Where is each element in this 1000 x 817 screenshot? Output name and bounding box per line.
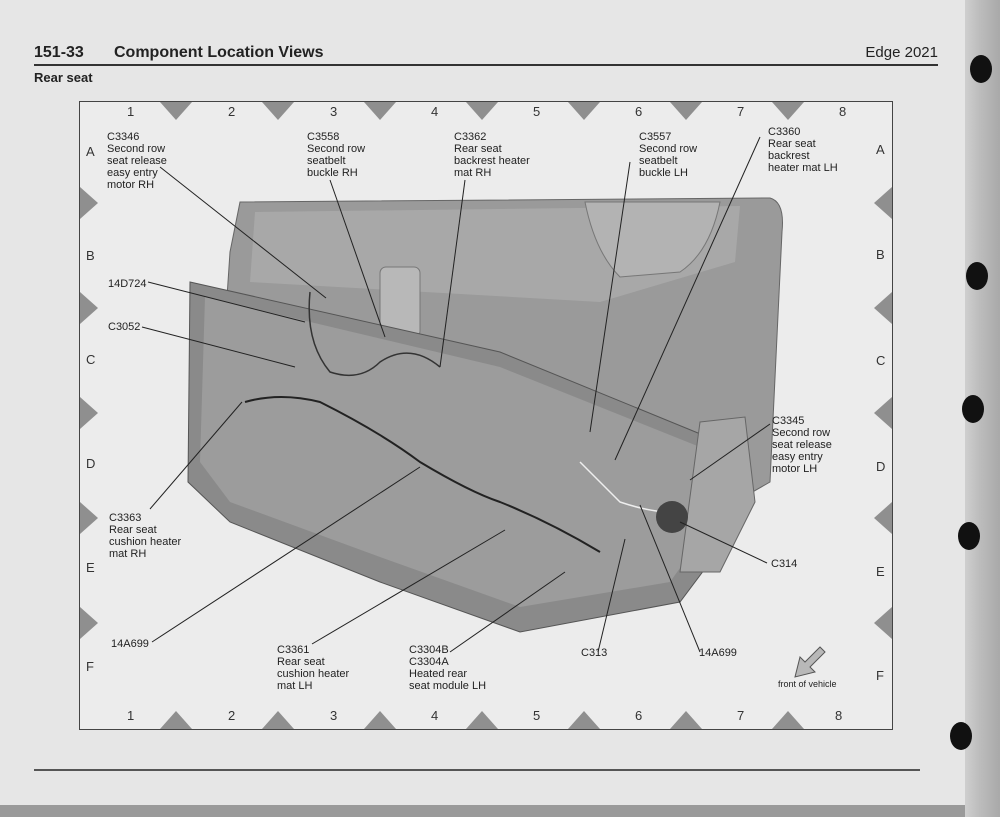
grid-row-f: F xyxy=(86,659,94,674)
front-of-vehicle-label: front of vehicle xyxy=(778,679,837,689)
binder-hole xyxy=(966,262,988,290)
callout-14a699-left: 14A699 xyxy=(111,638,149,650)
view-subtitle: Rear seat xyxy=(34,70,93,85)
grid-col-4-bottom: 4 xyxy=(431,708,439,723)
grid-col-6-bottom: 6 xyxy=(635,708,643,723)
grid-row-b: B xyxy=(86,248,95,263)
diagram-frame: 1 2 3 4 5 6 7 8 1 2 3 4 5 6 7 8 A B C D … xyxy=(79,101,893,730)
grid-col-7-bottom: 7 xyxy=(737,708,745,723)
seat-illustration xyxy=(80,102,892,729)
grid-row-b-right: B xyxy=(876,247,885,262)
section-title: Component Location Views xyxy=(114,44,324,61)
binder-hole xyxy=(950,722,972,750)
callout-c314: C314 xyxy=(771,558,798,570)
grid-row-a-right: A xyxy=(876,142,885,157)
callout-c3052: C3052 xyxy=(108,321,141,333)
grid-col-6: 6 xyxy=(635,104,643,119)
manual-page: 151-33 Component Location Views Edge 202… xyxy=(0,0,965,805)
grid-col-5: 5 xyxy=(533,104,541,119)
callout-c3558: C3558 Second row seatbelt buckle RH xyxy=(307,131,366,179)
grid-row-d-right: D xyxy=(876,459,886,474)
grid-col-2-bottom: 2 xyxy=(228,708,236,723)
page-number: 151-33 xyxy=(34,44,84,61)
grid-col-1: 1 xyxy=(127,104,135,119)
grid-row-c-right: C xyxy=(876,353,886,368)
grid-col-5-bottom: 5 xyxy=(533,708,541,723)
grid-col-2: 2 xyxy=(228,104,236,119)
grid-col-7: 7 xyxy=(737,104,745,119)
grid-col-4: 4 xyxy=(431,104,439,119)
grid-col-3: 3 xyxy=(330,104,338,119)
callout-c3362: C3362 Rear seat backrest heater mat RH xyxy=(454,131,530,179)
page-header: 151-33 Component Location Views Edge 202… xyxy=(34,44,938,66)
grid-row-d: D xyxy=(86,456,96,471)
grid-row-a: A xyxy=(86,144,95,159)
callout-14a699-right: 14A699 xyxy=(699,647,737,659)
callout-c3557: C3557 Second row seatbelt buckle LH xyxy=(639,131,698,179)
vehicle-model: Edge 2021 xyxy=(865,44,938,61)
callout-c3304: C3304B C3304A Heated rear seat module LH xyxy=(409,644,487,692)
callout-c3360: C3360 Rear seat backrest heater mat LH xyxy=(768,126,838,174)
callout-c313: C313 xyxy=(581,647,608,659)
callout-14d724: 14D724 xyxy=(108,278,147,290)
binder-hole xyxy=(958,522,980,550)
callout-c3346: C3346 Second row seat release easy entry… xyxy=(107,131,167,191)
grid-row-f-right: F xyxy=(876,668,884,683)
grid-row-e-right: E xyxy=(876,564,885,579)
callout-c3361: C3361 Rear seat cushion heater mat LH xyxy=(277,644,350,692)
grid-col-1-bottom: 1 xyxy=(127,708,135,723)
callout-c3345: C3345 Second row seat release easy entry… xyxy=(772,415,832,475)
binder-hole xyxy=(962,395,984,423)
binder-hole xyxy=(970,55,992,83)
grid-row-e: E xyxy=(86,560,95,575)
grid-col-8: 8 xyxy=(839,104,847,119)
grid-row-c: C xyxy=(86,352,96,367)
grid-markers xyxy=(80,102,892,729)
footer-rule xyxy=(34,769,920,771)
grid-col-8-bottom: 8 xyxy=(835,708,843,723)
callout-c3363: C3363 Rear seat cushion heater mat RH xyxy=(109,512,182,560)
grid-col-3-bottom: 3 xyxy=(330,708,338,723)
